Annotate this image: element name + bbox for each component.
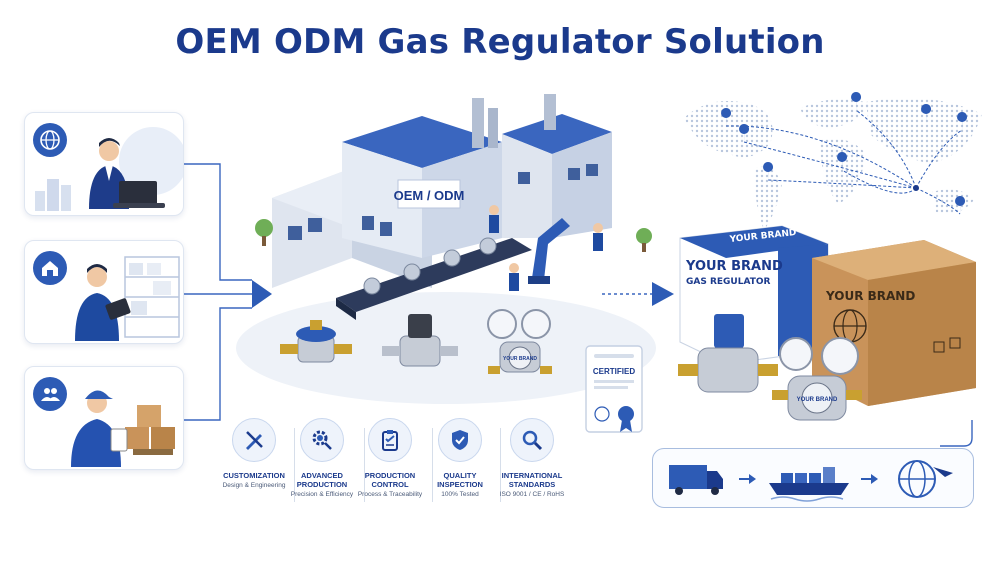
feature-sub: Process & Traceability: [357, 491, 423, 498]
regulator-tag-small: YOUR BRAND: [503, 356, 537, 362]
feature-production-control: PRODUCTION CONTROL Process & Traceabilit…: [354, 418, 426, 498]
shield-check-icon: [438, 418, 482, 462]
left-connector-lines: [184, 163, 272, 421]
courier-boxes-illustration: [71, 390, 175, 467]
globe-icon: [33, 123, 67, 157]
certificate-globe-icon: [594, 406, 610, 422]
arrow-right-icon: [861, 474, 878, 484]
regulator-branded-blue: [678, 314, 778, 393]
pencil-ruler-icon: [232, 418, 276, 462]
blue-box-product: GAS REGULATOR: [686, 277, 771, 287]
certificate-seal-icon: [618, 406, 634, 422]
feature-advanced-production: ADVANCED PRODUCTION Precision & Efficien…: [286, 418, 358, 498]
card-delivery: [24, 366, 184, 470]
feature-customization: CUSTOMIZATION Design & Engineering: [218, 418, 290, 489]
gear-search-icon: [300, 418, 344, 462]
magnifier-icon: [510, 418, 554, 462]
feature-label: CUSTOMIZATION: [223, 471, 285, 480]
feature-label: ADVANCED PRODUCTION: [296, 471, 348, 489]
feature-international-standards: INTERNATIONAL STANDARDS ISO 9001 / CE / …: [496, 418, 568, 498]
clipboard-check-icon: [368, 418, 412, 462]
worker-tablet-illustration: [75, 256, 180, 341]
globe-plane-icon: [898, 460, 953, 498]
businessman-laptop-illustration: [35, 127, 183, 211]
blue-box-brand: YOUR BRAND: [685, 259, 783, 274]
certificate-label: CERTIFIED: [593, 367, 635, 376]
regulator-branded-gauges: YOUR BRAND: [772, 337, 862, 421]
feature-sub: ISO 9001 / CE / RoHS: [499, 491, 565, 498]
card-warehouse: [24, 240, 184, 344]
arrow-right-icon: [602, 282, 674, 306]
regulator-tag-large: YOUR BRAND: [797, 397, 838, 403]
shipping-logistics-panel: [652, 448, 974, 508]
world-map: [684, 92, 982, 230]
cargo-ship-icon: [769, 467, 849, 502]
truck-icon: [669, 465, 723, 495]
regulator-silver: [382, 314, 458, 367]
regulator-dual-gauge: YOUR BRAND: [487, 309, 552, 374]
feature-sub: Precision & Efficiency: [290, 491, 354, 498]
factory-illustration: OEM / ODM YOUR BRAND: [236, 94, 656, 404]
cardboard-box-brand: YOUR BRAND: [825, 289, 915, 303]
factory-sign: OEM / ODM: [394, 188, 465, 203]
users-icon: [33, 377, 67, 411]
right-connector-line: [940, 420, 973, 447]
brand-packaging: YOUR BRAND YOUR BRAND GAS REGULATOR YOUR…: [678, 225, 976, 421]
arrow-right-icon: [739, 474, 756, 484]
feature-sub: Design & Engineering: [222, 482, 286, 489]
house-icon: [33, 251, 67, 285]
feature-label: PRODUCTION CONTROL: [364, 471, 416, 489]
regulator-blue: [280, 320, 352, 363]
feature-label: INTERNATIONAL STANDARDS: [501, 471, 563, 489]
certificate-card: CERTIFIED: [585, 345, 643, 433]
feature-label: QUALITY INSPECTION: [437, 471, 483, 489]
feature-quality-inspection: QUALITY INSPECTION 100% Tested: [424, 418, 496, 498]
feature-sub: 100% Tested: [441, 491, 479, 498]
card-global-business: [24, 112, 184, 216]
page-title: OEM ODM Gas Regulator Solution: [175, 22, 825, 62]
